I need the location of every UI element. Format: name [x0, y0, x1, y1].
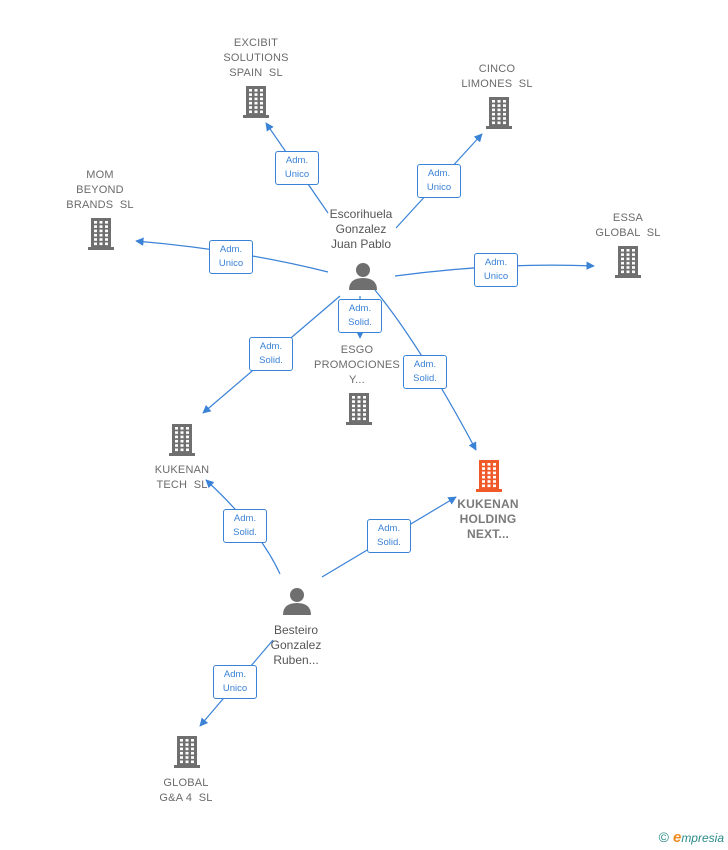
edge-label-line: Adm. [223, 669, 247, 680]
edge-label-line: Solid. [233, 527, 257, 538]
brand-name: mpresia [681, 831, 724, 845]
edge-label-line: Adm. [348, 303, 372, 314]
brand-initial: e [672, 829, 682, 846]
company-label-line: KUKENAN [457, 497, 519, 511]
empresia-watermark: ©empresia [659, 829, 724, 846]
company-label-line: Y... [349, 374, 365, 386]
edge-label-escorihuela-essa[interactable]: Adm. Unico [474, 253, 518, 287]
company-label-line: BEYOND [76, 184, 124, 196]
edge-label-besteiro-kukenan_tech[interactable]: Adm. Solid. [223, 509, 267, 543]
edge-label-line: Adm. [377, 523, 401, 534]
edge-label-line: Unico [483, 271, 509, 282]
person-label-line: Ruben... [273, 653, 319, 667]
company-label-line: G&A 4 SL [159, 792, 213, 804]
edge-label-line: Adm. [427, 168, 451, 179]
building-icon-kukenan_tech [169, 424, 195, 456]
building-icon-excibit [243, 86, 269, 118]
company-label-line: HOLDING [459, 512, 517, 526]
company-label-line: TECH SL [156, 479, 208, 491]
company-label-essa[interactable]: ESSA GLOBAL SL [568, 211, 688, 241]
company-label-kukenan_tech[interactable]: KUKENAN TECH SL [122, 463, 242, 493]
edge-label-escorihuela-excibit[interactable]: Adm. Unico [275, 151, 319, 185]
building-icon-cinco [486, 97, 512, 129]
company-label-line: SPAIN SL [229, 67, 283, 79]
company-label-line: SOLUTIONS [223, 52, 289, 64]
company-label-line: ESSA [612, 212, 644, 224]
edge-label-line: Unico [284, 169, 310, 180]
company-label-line: GLOBAL SL [595, 227, 661, 239]
company-label-line: LIMONES SL [461, 78, 533, 90]
edge-label-besteiro-global[interactable]: Adm. Unico [213, 665, 257, 699]
company-label-line: GLOBAL [163, 777, 209, 789]
person-label-line: Juan Pablo [330, 237, 392, 251]
company-label-mom[interactable]: MOM BEYOND BRANDS SL [40, 168, 160, 213]
edge-label-line: Adm. [219, 244, 243, 255]
edge-label-escorihuela-esgo[interactable]: Adm. Solid. [338, 299, 382, 333]
person-icon-escorihuela[interactable] [349, 263, 377, 290]
edge-label-escorihuela-kukenan_holding[interactable]: Adm. Solid. [403, 355, 447, 389]
person-label-line: Besteiro [273, 623, 319, 637]
company-label-esgo[interactable]: ESGO PROMOCIONES Y... [297, 343, 417, 388]
company-label-excibit[interactable]: EXCIBIT SOLUTIONS SPAIN SL [196, 36, 316, 81]
building-icon-esgo [346, 393, 372, 425]
building-icon-mom [88, 218, 114, 250]
edge-label-line: Solid. [348, 317, 372, 328]
edge-label-line: Adm. [259, 341, 283, 352]
edge-label-line: Adm. [413, 359, 437, 370]
person-label-line: Gonzalez [270, 638, 322, 652]
edge-label-escorihuela-mom[interactable]: Adm. Unico [209, 240, 253, 274]
edge-label-line: Unico [222, 683, 248, 694]
person-icon-besteiro[interactable] [283, 588, 311, 615]
edge-label-escorihuela-kukenan_tech[interactable]: Adm. Solid. [249, 337, 293, 371]
person-label-line: Gonzalez [335, 222, 387, 236]
company-label-line: NEXT... [466, 527, 510, 541]
edge-label-line: Unico [426, 182, 452, 193]
edge-label-line: Solid. [259, 355, 283, 366]
edge-label-line: Solid. [377, 537, 401, 548]
company-label-line: EXCIBIT [233, 37, 279, 49]
company-label-line: KUKENAN [154, 464, 210, 476]
edge-label-line: Solid. [413, 373, 437, 384]
copyright-symbol: © [658, 829, 669, 845]
company-label-global[interactable]: GLOBAL G&A 4 SL [126, 776, 246, 806]
building-icon-global [174, 736, 200, 768]
company-label-cinco[interactable]: CINCO LIMONES SL [437, 62, 557, 92]
company-label-line: CINCO [478, 63, 516, 75]
building-icon-kukenan_holding [476, 460, 502, 492]
edge-label-escorihuela-cinco[interactable]: Adm. Unico [417, 164, 461, 198]
company-label-line: PROMOCIONES [314, 359, 400, 371]
company-label-line: MOM [86, 169, 114, 181]
edge-label-line: Unico [218, 258, 244, 269]
person-label-line: Escorihuela [329, 207, 393, 221]
edge-label-line: Adm. [285, 155, 309, 166]
edge-label-line: Adm. [484, 257, 508, 268]
edge-label-besteiro-kukenan_holding[interactable]: Adm. Solid. [367, 519, 411, 553]
edge-label-line: Adm. [233, 513, 257, 524]
building-icon-essa [615, 246, 641, 278]
company-label-line: ESGO [340, 344, 374, 356]
company-label-line: BRANDS SL [66, 199, 134, 211]
